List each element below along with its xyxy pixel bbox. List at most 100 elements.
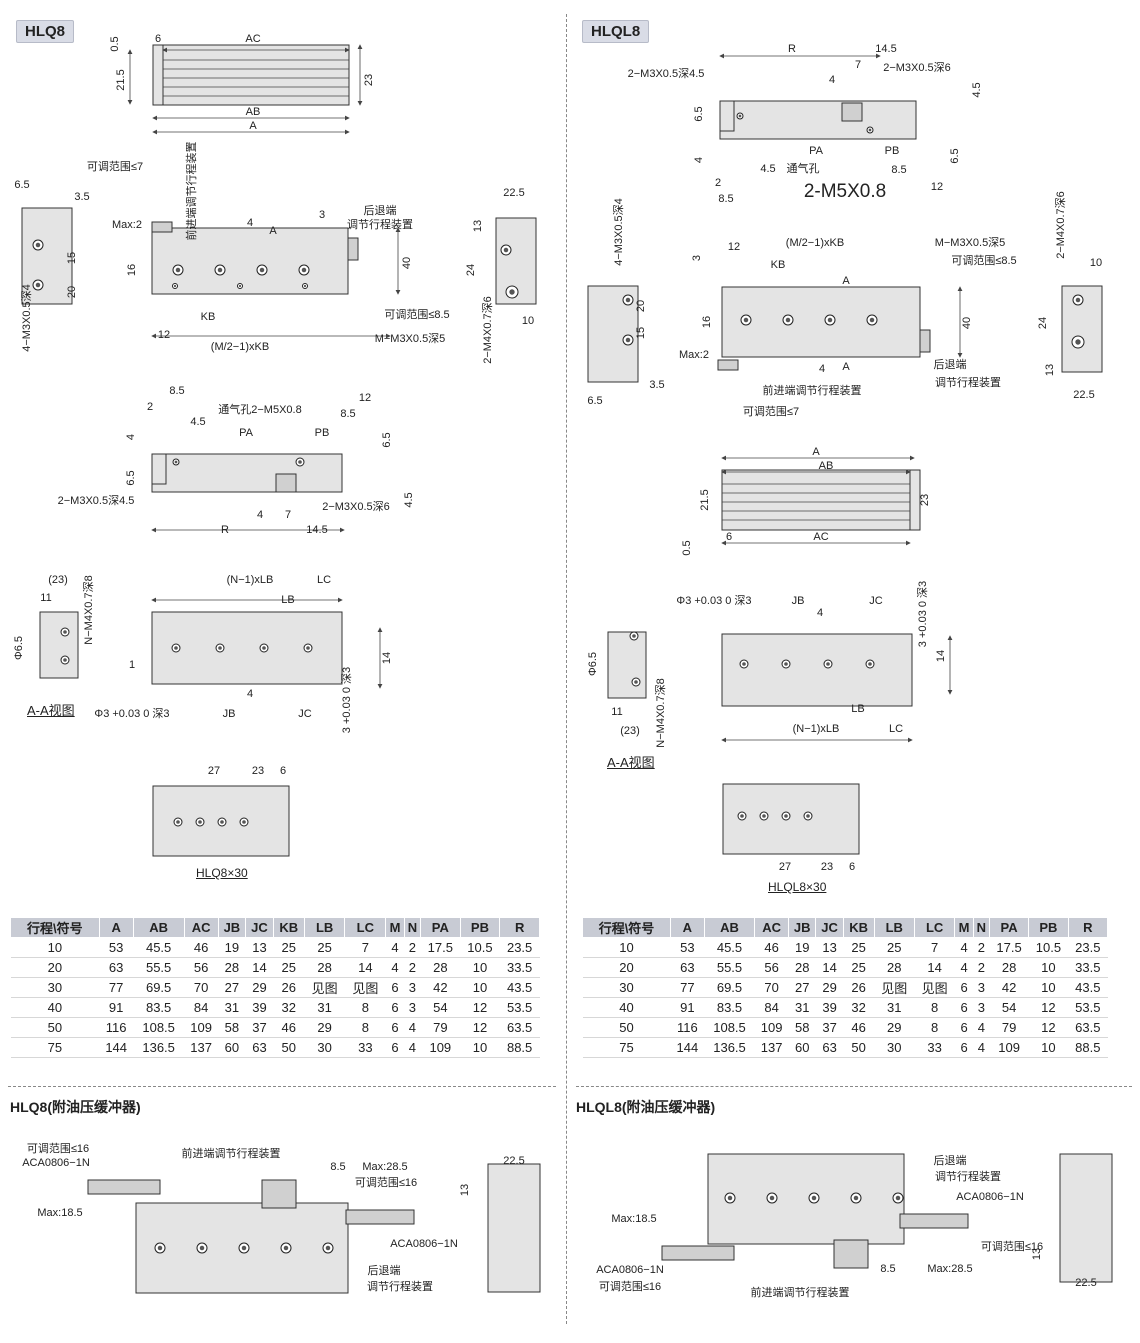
table-cell: 10.5 [1028, 937, 1069, 958]
table-cell: 4 [404, 1037, 421, 1058]
dim-label-aa: JC [298, 708, 312, 720]
table-cell: 58 [788, 1017, 816, 1038]
table-cell: 83.5 [704, 997, 755, 1018]
table-header-cell: M [954, 917, 974, 938]
dim-label-side-right: 4 [693, 157, 705, 163]
dim-label-27: 27 [208, 765, 220, 777]
table-cell: 13 [815, 937, 844, 958]
dim-label-main-right: 24 [1037, 317, 1049, 329]
table-cell: 27 [218, 977, 246, 998]
table-cell: 144 [99, 1037, 134, 1058]
dim-label-side: 8.5 [340, 408, 355, 420]
table-cell: 10 [460, 977, 500, 998]
dim-label-main: 3.5 [74, 191, 89, 203]
dim-label-buffer-right: ACA0806−1N [596, 1264, 664, 1276]
table-cell: 4 [973, 1017, 990, 1038]
example-hole-core [784, 814, 788, 818]
buffer-hole-core [325, 1245, 331, 1251]
dim-label-main: 调节行程装置 [347, 218, 413, 231]
table-cell: 13 [245, 937, 274, 958]
right-buffer-section-title: HLQL8(附油压缓冲器) [576, 1099, 716, 1115]
dim-label-aa-right: JC [869, 595, 883, 607]
table-header-cell: AC [183, 917, 219, 938]
dim-label-aa-right: N−M4X0.7深8 [654, 678, 667, 747]
table-cell: 33 [914, 1037, 955, 1058]
table-header-cell: 行程\符号 [10, 917, 100, 938]
dim-label-main: 2−M4X0.7深6 [481, 296, 494, 364]
dim-label-ab: AB [246, 106, 261, 118]
table-cell: 12 [1028, 997, 1069, 1018]
table-cell: 10 [1028, 1037, 1069, 1058]
table-cell: 12 [1028, 1017, 1069, 1038]
dim-label-main: 10 [522, 315, 534, 327]
table-cell: 4 [385, 937, 405, 958]
dim-label-23: 23 [252, 765, 264, 777]
table-cell: 14 [815, 957, 844, 978]
buffer-hole-core [811, 1195, 817, 1201]
table-cell: 见图 [304, 977, 345, 998]
dim-label-main: 4−M3X0.5深4 [20, 284, 33, 352]
tap-hole-core [173, 284, 177, 288]
dim-label-aa: 3 +0.03 0 深3 [340, 667, 353, 733]
dim-label-aa: (N−1)xLB [227, 574, 274, 586]
dim-label-side: 2−M3X0.5深4.5 [58, 494, 135, 507]
table-cell: 14 [344, 957, 386, 978]
left-aa-view-caption: A-A视图 [27, 703, 75, 718]
table-cell: 77 [670, 977, 705, 998]
mount-hole-core [743, 317, 749, 323]
dim-label-main-right: 4−M3X0.5深4 [612, 198, 625, 266]
table-cell: 19 [218, 937, 246, 958]
dim-label-main-right: A [842, 361, 850, 373]
table-cell: 50 [843, 1037, 875, 1058]
aa-mount-hole-core [262, 646, 266, 650]
table-cell: 3 [973, 977, 990, 998]
dim-label-buffer: 调节行程装置 [367, 1280, 433, 1293]
table-cell: 58 [218, 1017, 246, 1038]
table-cell: 25 [304, 937, 345, 958]
dim-label-side-right: 4.5 [971, 82, 983, 97]
table-cell: 84 [184, 997, 219, 1018]
mount-hole-core [217, 267, 223, 273]
end-cap [152, 44, 164, 106]
shock-absorber-right [345, 1209, 415, 1225]
dim-label-buffer: Max:18.5 [37, 1207, 82, 1219]
table-cell: 12 [460, 997, 500, 1018]
table-cell: 45.5 [133, 937, 185, 958]
table-cell: 32 [843, 997, 875, 1018]
table-cell: 33 [344, 1037, 386, 1058]
table-cell: 53 [670, 937, 705, 958]
dim-label-main: 后退端 [364, 204, 397, 217]
table-cell: 6 [385, 1037, 405, 1058]
table-cell: 28 [304, 957, 345, 978]
table-cell: 63.5 [1068, 1017, 1108, 1038]
table-cell: 见图 [344, 977, 386, 998]
dim-label-buffer-right: 8.5 [880, 1263, 895, 1275]
dim-label-main-right: 12 [728, 241, 740, 253]
table-cell: 8 [914, 1017, 955, 1038]
table-cell: 10 [582, 937, 671, 958]
example-hole-core [762, 814, 766, 818]
table-cell: 137 [184, 1037, 219, 1058]
buffer-hole-core [199, 1245, 205, 1251]
dim-label-ac: AC [245, 33, 260, 45]
table-cell: 25 [874, 937, 915, 958]
dim-label-main: 12 [158, 329, 170, 341]
end-view-body [21, 207, 73, 305]
dim-label-aa-right: Φ6.5 [587, 652, 599, 676]
table-cell: 10 [460, 957, 500, 978]
dim-label-main-right: 可调范围≤8.5 [951, 253, 1016, 267]
dim-label-side-right: 6.5 [949, 148, 961, 163]
table-cell: 70 [184, 977, 219, 998]
dim-label-main: 3 [319, 209, 325, 221]
right-aa-view-caption: A-A视图 [607, 755, 655, 770]
example-body-right [722, 783, 860, 855]
dim-label-aa-right: LC [889, 723, 903, 735]
table-cell: 2 [404, 957, 421, 978]
table-header-cell: LB [873, 917, 915, 938]
buffer-end-view-right [1059, 1153, 1113, 1283]
table-cell: 91 [99, 997, 134, 1018]
dim-label-buffer: 后退端 [368, 1264, 401, 1277]
